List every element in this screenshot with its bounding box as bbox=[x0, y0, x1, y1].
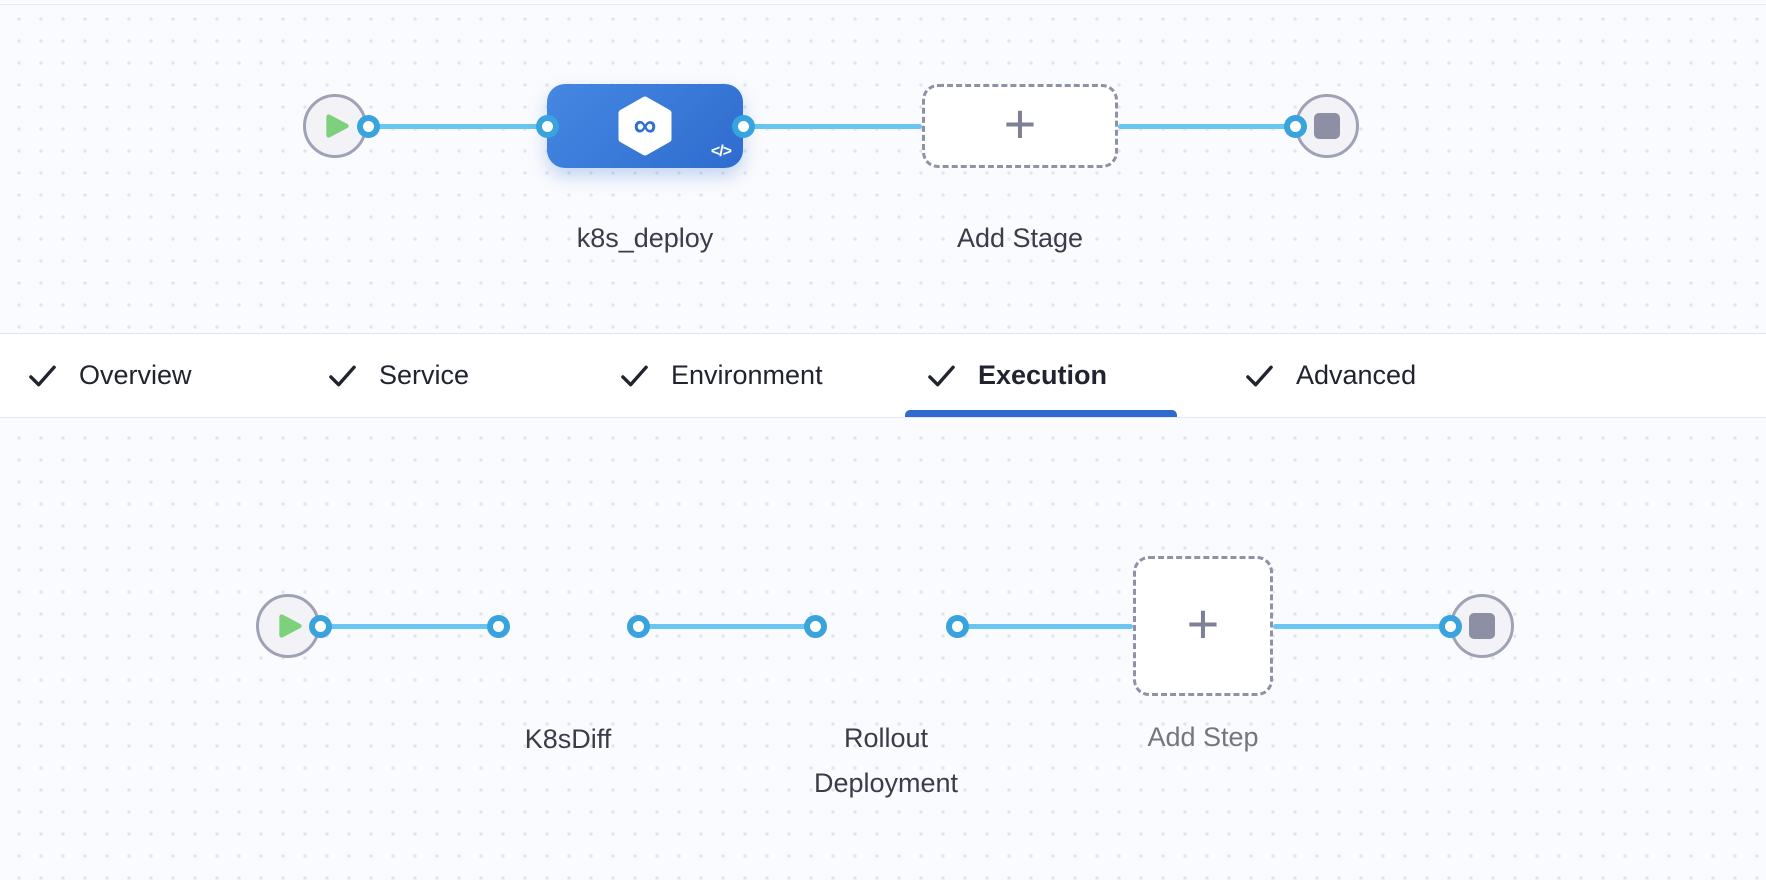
check-icon bbox=[29, 365, 56, 386]
connector-line bbox=[743, 124, 922, 129]
connection-point[interactable] bbox=[1439, 615, 1462, 638]
connection-point[interactable] bbox=[946, 615, 969, 638]
connector-line bbox=[957, 624, 1133, 629]
step-name-label: Rollout Deployment bbox=[813, 723, 959, 798]
play-icon bbox=[326, 114, 349, 138]
connector-line bbox=[368, 124, 547, 129]
code-icon[interactable]: </> bbox=[710, 143, 732, 160]
add-stage-button[interactable]: + bbox=[922, 84, 1118, 168]
connection-point[interactable] bbox=[732, 115, 755, 138]
canvas-top-border bbox=[0, 4, 1766, 5]
connection-point[interactable] bbox=[487, 615, 510, 638]
plus-icon: + bbox=[1003, 92, 1037, 155]
stage-node-k8s-deploy[interactable]: ∞ </> bbox=[547, 84, 743, 168]
check-icon bbox=[621, 365, 648, 386]
plus-icon: + bbox=[1186, 592, 1220, 655]
stop-icon bbox=[1469, 613, 1495, 639]
check-icon bbox=[329, 365, 356, 386]
connection-point[interactable] bbox=[309, 615, 332, 638]
tab-environment[interactable]: Environment bbox=[620, 334, 823, 417]
pipeline-start-node[interactable] bbox=[303, 94, 367, 158]
stop-icon bbox=[1314, 113, 1340, 139]
svg-text:∞: ∞ bbox=[634, 107, 657, 143]
connector-line bbox=[1273, 624, 1450, 629]
connector-line bbox=[638, 624, 815, 629]
tab-execution[interactable]: Execution bbox=[927, 334, 1107, 417]
play-icon bbox=[279, 614, 302, 638]
add-step-button[interactable]: + bbox=[1133, 556, 1273, 696]
connector-line bbox=[1118, 124, 1295, 129]
stage-name-label: k8s_deploy bbox=[576, 223, 714, 253]
tab-service[interactable]: Service bbox=[328, 334, 469, 417]
connection-point[interactable] bbox=[627, 615, 650, 638]
tab-overview[interactable]: Overview bbox=[28, 334, 192, 417]
step-name-label: K8sDiff bbox=[524, 724, 612, 754]
connection-point[interactable] bbox=[357, 115, 380, 138]
stage-config-tabbar: Overview Service Environment Execution A… bbox=[0, 333, 1766, 418]
connection-point[interactable] bbox=[536, 115, 559, 138]
tab-label: Advanced bbox=[1296, 360, 1417, 390]
connection-point[interactable] bbox=[804, 615, 827, 638]
connection-point[interactable] bbox=[1284, 115, 1307, 138]
deploy-hexagon-icon: ∞ bbox=[618, 96, 672, 156]
active-tab-underline bbox=[905, 410, 1177, 417]
add-stage-label: Add Stage bbox=[956, 223, 1084, 253]
execution-canvas[interactable]: </> K8sDiff </> Rollout Deployment + Add… bbox=[0, 419, 1766, 880]
tab-label: Service bbox=[379, 360, 470, 390]
tab-label: Overview bbox=[79, 360, 192, 390]
check-icon bbox=[1246, 365, 1273, 386]
check-icon bbox=[928, 365, 955, 386]
connector-line bbox=[320, 624, 499, 629]
add-step-label: Add Step bbox=[1147, 722, 1259, 752]
tab-label: Environment bbox=[671, 360, 823, 390]
tab-label: Execution bbox=[978, 360, 1108, 390]
stage-canvas[interactable]: ∞ </> k8s_deploy + Add Stage bbox=[0, 0, 1766, 333]
tab-advanced[interactable]: Advanced bbox=[1245, 334, 1416, 417]
